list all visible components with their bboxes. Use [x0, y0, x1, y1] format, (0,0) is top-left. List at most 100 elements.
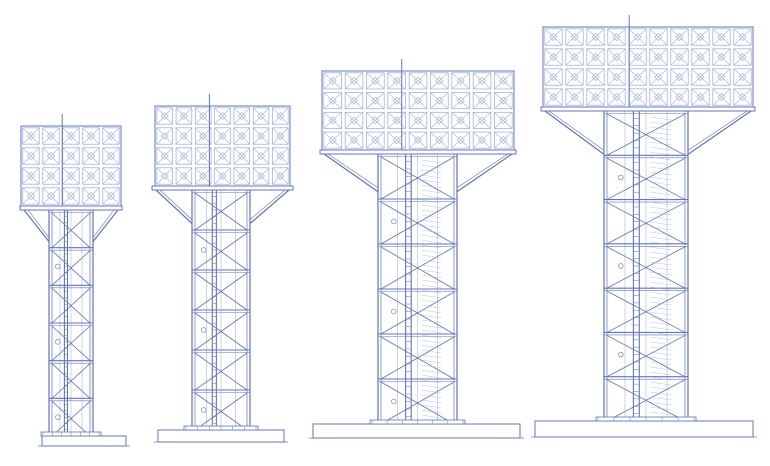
hatch-line: [421, 164, 442, 169]
panel-cross-brace: [42, 187, 60, 205]
panel-node: [549, 72, 558, 82]
panel-cell: [691, 48, 710, 66]
panel-cross-brace: [102, 187, 120, 205]
knee-brace-left: [23, 209, 50, 243]
panel-cell: [451, 131, 470, 149]
hatch-line: [650, 206, 672, 211]
panel-cross-brace: [691, 28, 710, 46]
panel-node: [257, 112, 265, 120]
signboard-frame: [542, 26, 754, 108]
hatch-line: [421, 384, 442, 389]
panel-node: [478, 76, 486, 85]
hatch-line: [421, 184, 442, 189]
hatch-line: [650, 136, 672, 141]
hatch-line: [421, 249, 442, 254]
panel-cell: [430, 92, 449, 110]
panel-cross-brace: [214, 167, 231, 185]
panel-cross-brace: [195, 127, 212, 145]
panel-node: [86, 171, 96, 181]
panel-cell: [344, 111, 364, 129]
bolt-detail: [200, 407, 207, 413]
panel-node: [591, 52, 600, 62]
hatch-line: [650, 361, 672, 366]
hatch-line: [421, 209, 442, 214]
panel-cell: [323, 111, 342, 129]
hatch-line: [421, 279, 442, 284]
panel-cross-brace: [175, 167, 192, 185]
panel-cell: [472, 72, 492, 90]
panel-cross-brace: [712, 68, 731, 86]
hatch-line: [650, 221, 672, 226]
hatch-line: [421, 219, 442, 224]
bolt-detail: [618, 174, 624, 181]
panel-cell: [323, 92, 342, 110]
knee-brace-right: [249, 189, 290, 225]
panel-node: [160, 112, 169, 120]
hatch-line: [650, 226, 672, 231]
panel-node: [612, 32, 621, 42]
panel-node: [180, 112, 188, 120]
panel-cross-brace: [670, 68, 689, 86]
panel-cross-brace: [102, 147, 120, 165]
panel-node: [675, 52, 684, 62]
panel-node: [612, 52, 621, 62]
panel-cell: [214, 127, 231, 145]
hatch-line: [650, 351, 672, 356]
panel-node: [257, 172, 265, 180]
panel-cell: [649, 88, 668, 106]
bay-diagonal: [606, 113, 686, 156]
knee-brace-left: [155, 189, 193, 225]
panel-cell: [195, 167, 212, 185]
panel-node: [570, 52, 579, 62]
panel-cell: [733, 88, 752, 106]
hatch-line: [650, 336, 672, 341]
panel-node: [570, 32, 579, 42]
signboard-bottom-beam: [151, 185, 294, 191]
panel-cell: [586, 88, 605, 106]
panel-cell: [22, 167, 40, 185]
panel-cell: [156, 167, 173, 185]
panel-node: [696, 32, 705, 42]
knee-brace-right-inner: [92, 209, 115, 238]
bay-diagonal: [380, 381, 455, 425]
panel-cell: [42, 147, 60, 165]
panel-cross-brace: [156, 127, 173, 145]
signboard-bottom-beam: [19, 205, 123, 211]
panel-cell: [565, 48, 584, 66]
hatch-line: [421, 239, 442, 244]
panel-cell: [42, 187, 60, 205]
panel-node: [499, 96, 508, 105]
panel-cell: [670, 48, 689, 66]
hatch-line: [421, 339, 442, 344]
hatch-line: [421, 409, 442, 414]
panel-cell: [691, 68, 710, 86]
panel-node: [26, 131, 36, 141]
panel-cross-brace: [387, 131, 406, 149]
panel-cell: [344, 92, 364, 110]
panel-cross-brace: [649, 28, 668, 46]
panel-cross-brace: [607, 68, 626, 86]
panel-node: [218, 112, 227, 120]
panel-node: [180, 132, 188, 140]
panel-node: [328, 96, 337, 105]
hatch-line: [421, 264, 442, 269]
panel-cell: [62, 167, 80, 185]
hatch-line: [650, 246, 672, 251]
hatch-line: [650, 256, 672, 261]
panel-node: [717, 92, 726, 102]
panel-cross-brace: [42, 147, 60, 165]
panel-cell: [22, 187, 40, 205]
hatch-line: [421, 294, 442, 299]
tower-xlarge: [531, 15, 757, 438]
panel-cross-brace: [451, 72, 470, 90]
panel-cross-brace: [670, 88, 689, 106]
hatch-line: [650, 251, 672, 256]
panel-cell: [430, 131, 449, 149]
panel-node: [86, 191, 96, 201]
hatch-line: [650, 401, 672, 406]
panel-cross-brace: [366, 72, 385, 90]
panel-cross-brace: [565, 48, 584, 66]
hatch-line: [421, 324, 442, 329]
knee-brace-left: [323, 153, 379, 193]
panel-node: [276, 132, 285, 140]
